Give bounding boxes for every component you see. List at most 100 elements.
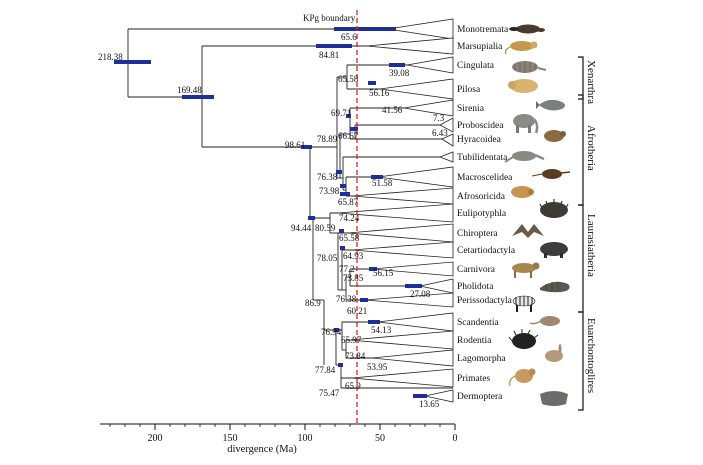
node-age-label: 65.58: [339, 233, 360, 243]
hyrax-icon: [544, 130, 566, 142]
clade-triangle: [371, 349, 454, 367]
xenarthra-label: Xenarthra: [585, 60, 597, 104]
node-age-label: 77.84: [315, 365, 336, 375]
node-age-label: 65.97: [341, 335, 362, 345]
laurasiatheria-label: Laurasiatheria: [585, 214, 597, 277]
opossum-icon: [504, 41, 538, 55]
node-age-label: 65.9: [345, 381, 361, 391]
taxon-label: Perissodactyla: [457, 296, 513, 306]
axis-tick-label: 150: [223, 433, 238, 444]
node-age-label: 51.58: [372, 178, 393, 188]
clade-triangle: [377, 166, 454, 188]
taxon-label: Pholidota: [457, 282, 494, 292]
node-age-label: 7.3: [433, 113, 445, 123]
node-age-label: 80.59: [315, 223, 336, 233]
manatee-icon: [536, 99, 565, 111]
node-age-label: 76.38: [336, 294, 357, 304]
node-age-label: 94.44: [291, 223, 312, 233]
animal-icons: [504, 24, 571, 406]
clade-triangle: [351, 187, 454, 205]
node-age-label: 78.89: [317, 134, 338, 144]
ci-bar: [316, 44, 352, 48]
clade-triangle: [438, 151, 454, 163]
node-age-label: 76.94: [321, 327, 342, 337]
elephant-shrew-icon: [531, 169, 571, 179]
taxon-label: Lagomorpha: [457, 354, 506, 364]
clade-triangle: [351, 241, 454, 259]
aardvark-icon: [504, 151, 545, 163]
hippo-icon: [540, 242, 568, 258]
sloth-icon: [508, 79, 538, 93]
node-age-label: 56.16: [369, 88, 390, 98]
taxon-label: Rodentia: [457, 336, 492, 346]
treeshrew-icon: [529, 316, 560, 326]
ci-bar: [368, 320, 380, 324]
monkey-icon: [508, 368, 536, 387]
ci-bar: [339, 229, 344, 233]
node-age-label: 86.9: [305, 298, 321, 308]
axis-tick-label: 0: [453, 433, 458, 444]
ci-bar: [338, 363, 343, 367]
node-age-labels: 218.38 169.48 65.6 84.81 39.08 65.58 56.…: [98, 32, 448, 409]
clade-triangles: [337, 18, 454, 403]
axis-minor-ticks: [109, 424, 456, 427]
taxon-label: Monotremata: [457, 25, 509, 35]
euarchontoglires-label: Euarchontoglires: [585, 318, 597, 393]
node-age-label: 169.48: [177, 85, 202, 95]
ci-bar: [389, 63, 405, 67]
armadillo-icon: [512, 61, 547, 73]
taxon-label: Hyracoidea: [457, 135, 502, 145]
node-age-label: 27.08: [410, 289, 431, 299]
taxon-label: Marsupialia: [457, 42, 503, 52]
clade-triangle: [424, 389, 454, 403]
ci-bar: [346, 114, 351, 118]
ci-bar: [350, 127, 358, 131]
node-age-label: 54.13: [371, 325, 392, 335]
ci-bar: [114, 60, 151, 64]
clade-triangle: [387, 18, 454, 40]
ci-bar: [340, 192, 350, 196]
ci-bar: [301, 145, 312, 149]
clade-triangle: [419, 278, 454, 294]
taxon-label: Eulipotyphla: [457, 209, 507, 219]
clade-triangle: [371, 261, 454, 277]
afrotheria-label: Afrotheria: [585, 125, 597, 171]
clade-triangle: [337, 203, 454, 223]
platypus-icon: [509, 24, 545, 34]
axis-title: divergence (Ma): [227, 444, 297, 455]
taxon-label: Proboscidea: [457, 121, 504, 131]
node-age-label: 13.65: [419, 399, 440, 409]
ci-bar: [308, 216, 315, 220]
clade-triangle: [406, 56, 454, 74]
ci-bar: [371, 175, 383, 179]
taxon-labels: Monotremata Marsupialia Cingulata Pilosa…: [457, 25, 516, 402]
node-age-label: 75.47: [319, 388, 340, 398]
clade-triangle: [403, 99, 454, 117]
taxon-label: Cingulata: [457, 61, 495, 71]
taxon-label: Primates: [457, 374, 491, 384]
node-age-label: 65.58: [338, 74, 359, 84]
ci-bar: [368, 81, 376, 85]
clade-triangle: [439, 117, 454, 133]
taxon-label: Cetartiodactyla: [457, 246, 516, 256]
node-age-label: 65.6: [341, 32, 357, 42]
hyena-icon: [512, 262, 540, 278]
porcupine-icon: [508, 329, 539, 349]
hedgehog-icon: [539, 199, 569, 218]
euarchontoglires-bracket: [578, 311, 584, 411]
node-age-label: 69.71: [331, 108, 351, 118]
rabbit-icon: [545, 344, 563, 362]
ci-bar: [413, 394, 427, 398]
node-age-label: 218.38: [98, 52, 123, 62]
bat-icon: [512, 224, 544, 238]
clade-triangle: [366, 37, 454, 55]
laurasiatheria-bracket: [578, 204, 584, 313]
taxon-label: Macroscelidea: [457, 173, 513, 183]
confidence-bars: [114, 27, 427, 398]
node-age-label: 77.2: [339, 264, 355, 274]
node-age-label: 78.05: [317, 253, 338, 263]
node-age-label: 74.24: [339, 213, 360, 223]
